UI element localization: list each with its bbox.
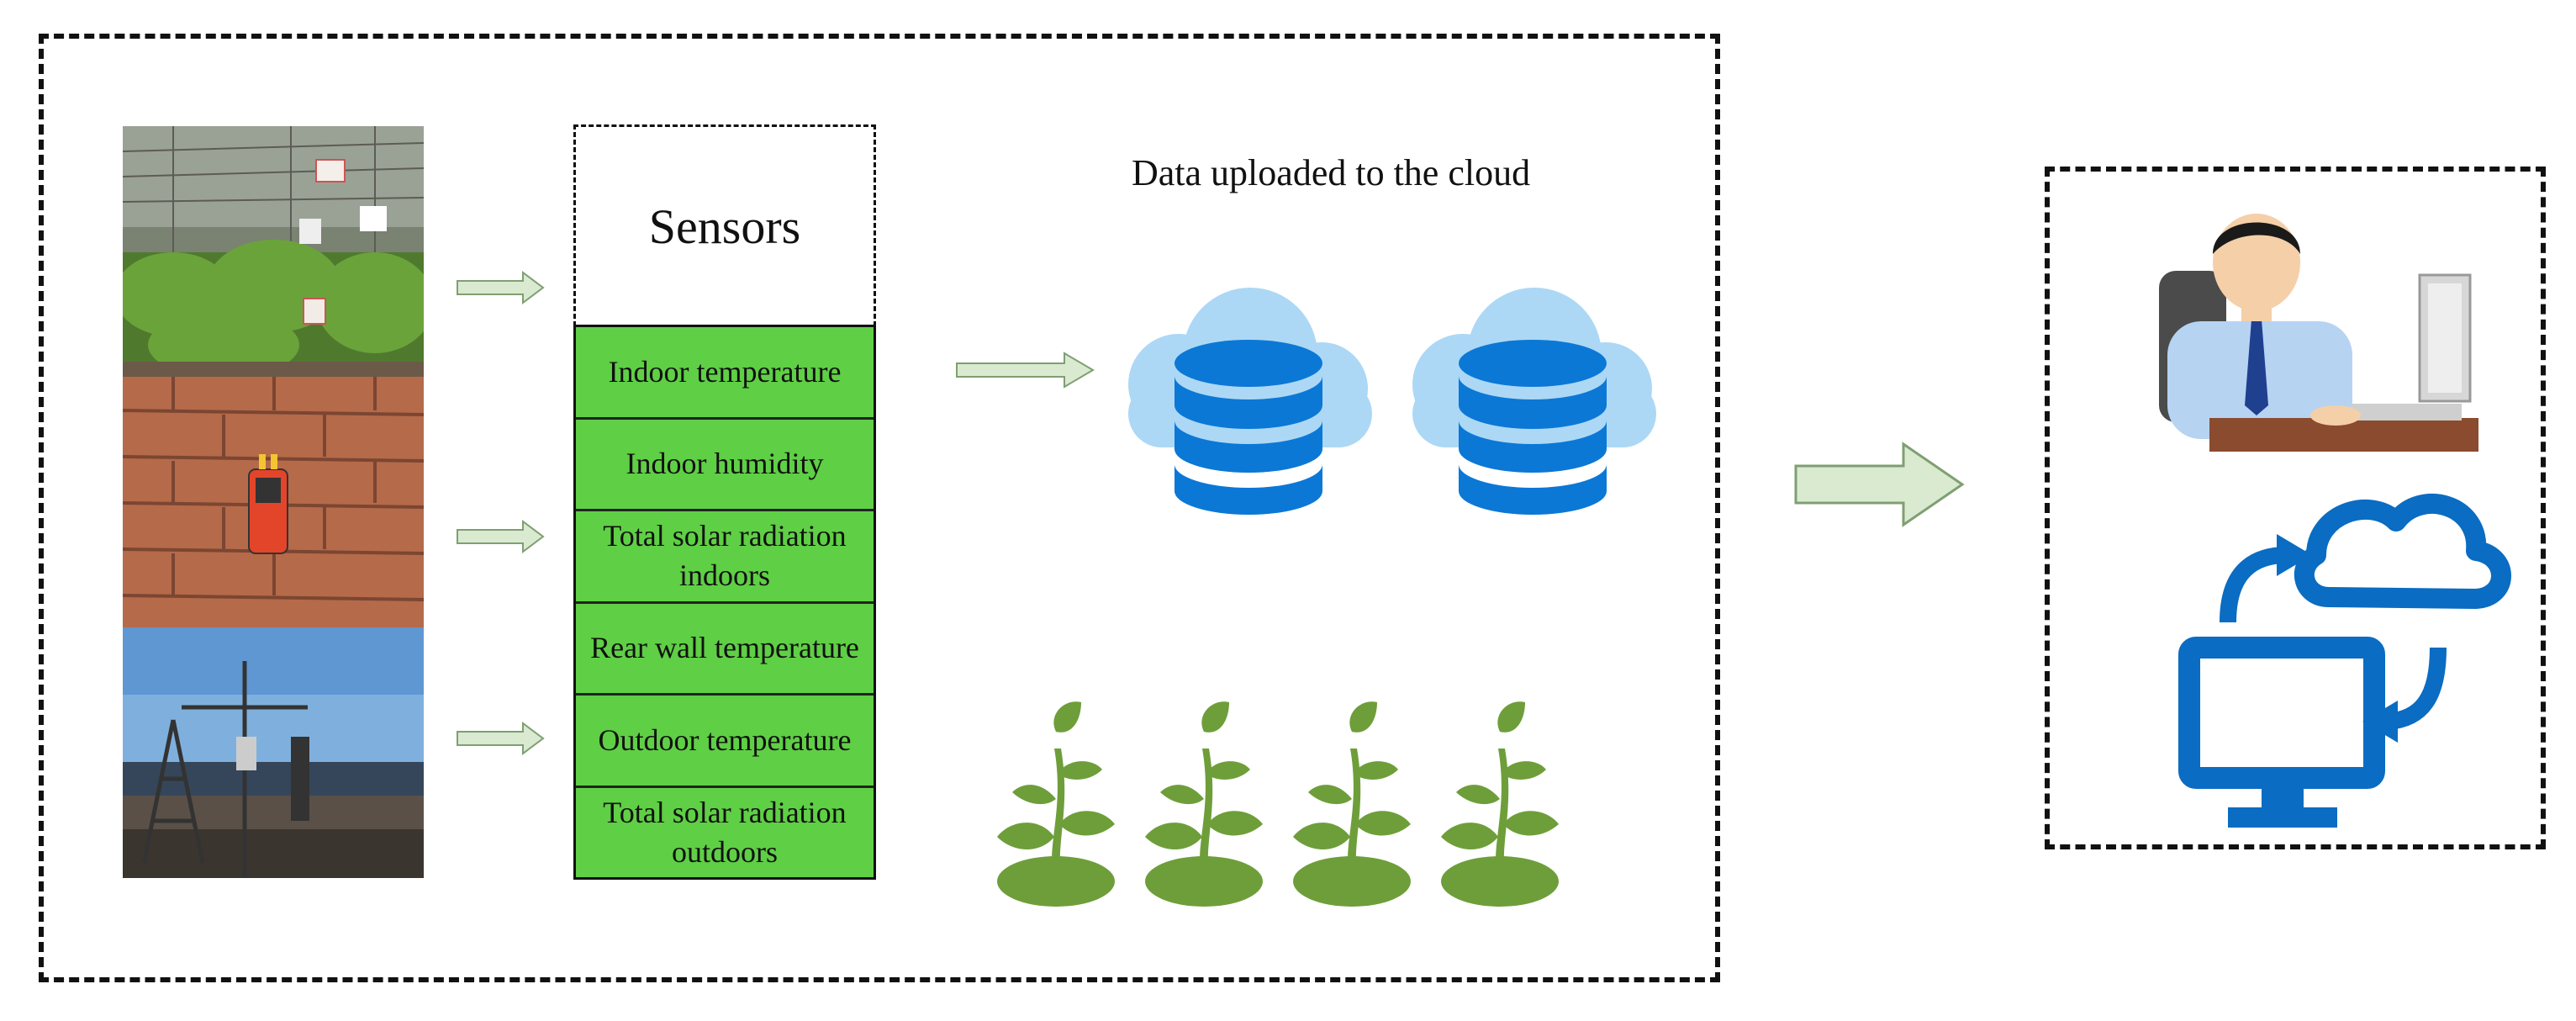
cloud-caption: Data uploaded to the cloud [1132, 152, 1531, 193]
photo-to-sensors-arrow-2 [457, 520, 545, 553]
sensor-rear-wall-temperature: Rear wall temperature [576, 600, 874, 694]
photo-to-sensors-arrow-1 [457, 271, 545, 304]
photo-to-sensors-arrow-3 [457, 722, 545, 755]
cloud-database-icon [1412, 288, 1656, 515]
sensor-outdoor-solar-radiation: Total solar radiation outdoors [576, 785, 874, 878]
weather-station-photo [123, 627, 424, 878]
sensor-list: Indoor temperature Indoor humidity Total… [573, 325, 876, 880]
brick-wall-sensor-photo [123, 377, 424, 627]
seedling-icon [1145, 701, 1263, 907]
seedling-icon [997, 701, 1115, 907]
sensor-indoor-humidity: Indoor humidity [576, 416, 874, 510]
user-terminal-frame [2045, 167, 2546, 849]
cloud-database-icon [1128, 288, 1372, 515]
sensors-to-cloud-arrow [956, 352, 1095, 389]
computer-cloud-sync-icon [2178, 493, 2511, 828]
seedling-icon [1293, 701, 1411, 907]
cloud-to-terminal-arrow [1794, 442, 1965, 527]
sensor-outdoor-temperature: Outdoor temperature [576, 693, 874, 786]
sensor-indoor-solar-radiation: Total solar radiation indoors [576, 509, 874, 601]
sensors-header: Sensors [573, 124, 876, 326]
office-worker-at-computer-icon [2151, 204, 2478, 456]
greenhouse-sensor-photo [123, 126, 424, 377]
sensor-indoor-temperature: Indoor temperature [608, 354, 842, 389]
seedling-icon [1441, 701, 1559, 907]
data-collection-frame [39, 34, 1720, 982]
